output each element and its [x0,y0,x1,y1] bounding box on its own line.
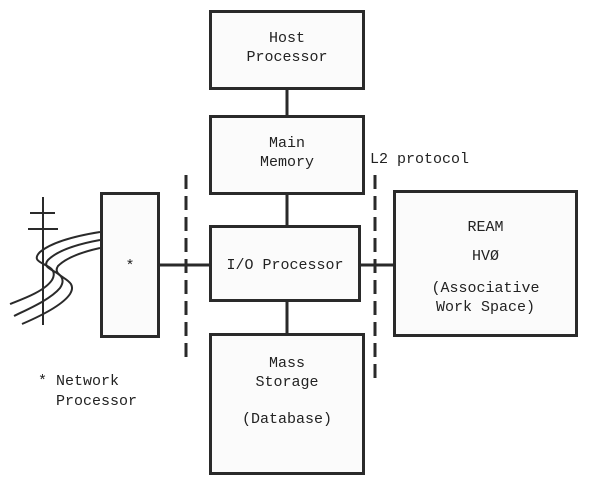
io-processor-box: I/O Processor [209,225,361,302]
protocol-label: L2 protocol [370,150,469,169]
ream-line2: HVØ [396,247,575,266]
ream-box: REAM HVØ (Associative Work Space) [393,190,578,337]
network-line-icon [10,197,100,325]
mass-storage-line3: (Database) [212,410,362,429]
main-memory-line2: Memory [212,153,362,172]
network-processor-star: * [103,257,157,276]
host-processor-box: Host Processor [209,10,365,90]
mass-storage-box: Mass Storage (Database) [209,333,365,475]
footnote-line1: * Network [38,372,119,391]
network-processor-box: * [100,192,160,338]
ream-line3: (Associative [396,279,575,298]
mass-storage-line2: Storage [212,373,362,392]
ream-line1: REAM [396,218,575,237]
main-memory-line1: Main [212,134,362,153]
io-processor-label: I/O Processor [212,256,358,275]
footnote-line2: Processor [56,392,137,411]
mass-storage-line1: Mass [212,354,362,373]
host-processor-line2: Processor [212,48,362,67]
main-memory-box: Main Memory [209,115,365,195]
host-processor-line1: Host [212,29,362,48]
ream-line4: Work Space) [396,298,575,317]
